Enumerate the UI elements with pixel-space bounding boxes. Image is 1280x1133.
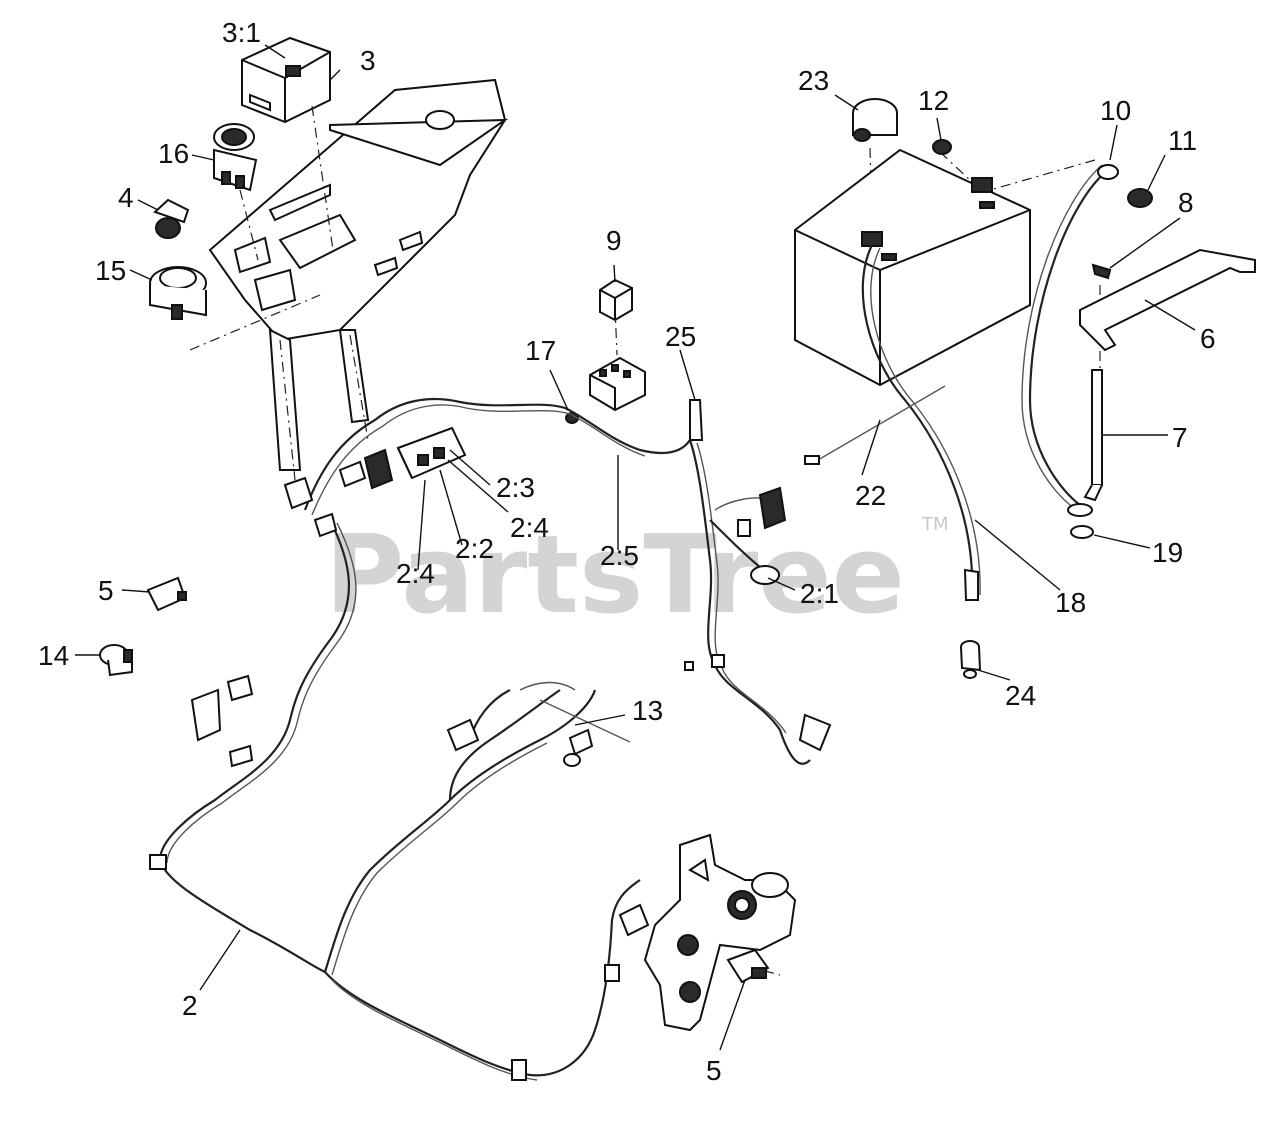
callout-2-3: 2:3 (496, 472, 535, 503)
harness-connectors (190, 399, 832, 937)
callout-2-5: 2:5 (600, 540, 639, 571)
battery (794, 148, 1031, 387)
callout-2-1: 2:1 (800, 578, 839, 609)
callout-4: 4 (118, 182, 134, 213)
light-switch (213, 123, 258, 192)
callout-22: 22 (855, 480, 886, 511)
watermark: PartsTree TM (325, 513, 949, 638)
hold-down-rod (1083, 369, 1103, 502)
positive-cable (861, 244, 981, 601)
ignition-switch (149, 266, 207, 320)
reverse-switch (99, 644, 133, 677)
hour-meter (241, 36, 331, 124)
callout-2: 2 (182, 990, 198, 1021)
callout-6: 6 (1200, 323, 1216, 354)
terminal-cover (852, 98, 898, 142)
brake-switch (726, 948, 770, 984)
callout-labels: 3:1 3 16 4 15 23 12 10 11 8 6 7 9 17 25 … (38, 17, 1216, 1086)
seat-switch (146, 576, 187, 612)
relay-socket (589, 356, 646, 412)
callout-2-4-upper: 2:4 (510, 512, 549, 543)
callout-16: 16 (158, 138, 189, 169)
callout-14: 14 (38, 640, 69, 671)
callout-11: 11 (1168, 125, 1197, 156)
callout-3: 3 (360, 45, 376, 76)
watermark-brand: PartsTree (325, 513, 905, 638)
callout-2-2: 2:2 (455, 533, 494, 564)
leader-lines (75, 44, 1196, 1051)
washer (1070, 525, 1094, 539)
inline-fuse (539, 699, 631, 743)
callout-10: 10 (1100, 95, 1131, 126)
callout-19: 19 (1152, 537, 1183, 568)
callout-17: 17 (525, 335, 556, 366)
main-harness (149, 397, 811, 1081)
callout-7: 7 (1172, 422, 1188, 453)
wing-nut (1091, 263, 1112, 280)
terminal-boot (960, 640, 982, 679)
callout-9: 9 (606, 225, 622, 256)
callout-2-4-lower: 2:4 (396, 558, 435, 589)
watermark-trademark: TM (921, 514, 949, 535)
cable-tie (804, 385, 946, 465)
callout-25: 25 (665, 321, 696, 352)
callout-3-1: 3:1 (222, 17, 261, 48)
callout-24: 24 (1005, 680, 1036, 711)
callout-13: 13 (632, 695, 663, 726)
dash-panel (208, 78, 509, 471)
hex-bolt (1127, 188, 1153, 208)
relay (599, 278, 633, 322)
callout-5-lower: 5 (706, 1055, 722, 1086)
brake-pedal-bracket (643, 833, 797, 1032)
negative-cable (1021, 164, 1119, 517)
callout-15: 15 (95, 255, 126, 286)
hex-nut (932, 139, 952, 155)
callout-18: 18 (1055, 587, 1086, 618)
callout-5-upper: 5 (98, 575, 114, 606)
ignition-key (153, 198, 190, 239)
callout-23: 23 (798, 65, 829, 96)
callout-12: 12 (918, 85, 949, 116)
battery-hold-down (1079, 248, 1256, 352)
callout-8: 8 (1178, 187, 1194, 218)
